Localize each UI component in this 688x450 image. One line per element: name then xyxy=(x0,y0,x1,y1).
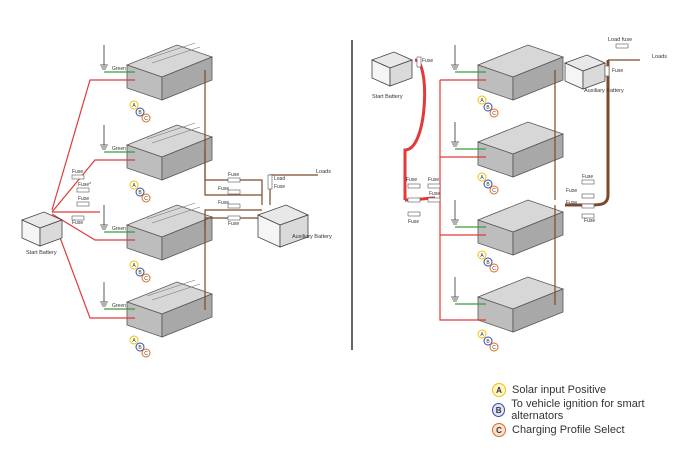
svg-text:B: B xyxy=(486,182,490,188)
svg-text:B: B xyxy=(138,345,142,351)
legend-text: To vehicle ignition for smart alternator… xyxy=(511,398,645,422)
start-battery-icon xyxy=(20,211,64,247)
legend-item-ignition: B To vehicle ignition for smart alternat… xyxy=(492,398,688,422)
svg-text:A: A xyxy=(480,253,484,259)
start-battery-label: Start Battery xyxy=(26,250,57,256)
ground-icon xyxy=(100,45,108,307)
fuse-label: Fuse xyxy=(218,200,229,206)
fuse-icon xyxy=(407,43,629,219)
green-label: Green xyxy=(112,146,126,152)
svg-text:C: C xyxy=(144,276,148,282)
charger-2 xyxy=(125,122,214,181)
svg-text:C: C xyxy=(492,345,496,351)
svg-text:B: B xyxy=(138,190,142,196)
svg-text:A: A xyxy=(132,263,136,269)
fuse-label: Fuse* xyxy=(78,182,91,188)
fuse-label: Fuse xyxy=(228,221,239,227)
fuse-label: Fuse xyxy=(406,177,417,183)
auxiliary-battery-icon xyxy=(256,204,310,248)
legend-text: Solar input Positive xyxy=(512,384,607,396)
legend-text: Charging Profile Select xyxy=(512,424,625,436)
left-panel: Green Green Green Green Start Battery xyxy=(20,42,332,358)
ground-icon xyxy=(451,45,459,302)
green-label: Green xyxy=(112,226,126,232)
svg-text:B: B xyxy=(138,270,142,276)
svg-text:C: C xyxy=(492,188,496,194)
fuse-label: Fuse xyxy=(408,219,419,225)
fuse-label: Fuse xyxy=(422,58,433,64)
fuse-label: Fuse xyxy=(72,220,83,226)
charger-8 xyxy=(476,276,565,333)
red-wires xyxy=(51,79,135,319)
loads-label: Loads xyxy=(316,169,331,175)
svg-text:B: B xyxy=(138,110,142,116)
fuse-label: Fuse xyxy=(582,174,593,180)
red-wires xyxy=(403,58,486,321)
load-fuse-label: Load fuse xyxy=(608,37,632,43)
badge-c-icon: C xyxy=(492,423,506,437)
svg-text:C: C xyxy=(144,196,148,202)
fuse-label: Fuse xyxy=(428,177,439,183)
auxiliary-battery-label: Auxiliary Battery xyxy=(584,88,624,94)
start-battery-label: Start Battery xyxy=(372,94,403,100)
fuse-label: Fuse xyxy=(566,200,577,206)
svg-text:A: A xyxy=(480,98,484,104)
abc-badges-right: A B C A B C A B C A B C xyxy=(477,95,499,352)
fuse-label: Fuse xyxy=(228,172,239,178)
auxiliary-battery-label: Auxiliary Battery xyxy=(292,234,332,240)
abc-badges-left: A B C A B C A B C A B C xyxy=(129,100,151,358)
auxiliary-battery-icon xyxy=(563,54,607,90)
legend-item-solar: A Solar input Positive xyxy=(492,380,688,400)
fuse-label: Fuse xyxy=(218,186,229,192)
fuse-label: Fuse xyxy=(584,218,595,224)
charger-4 xyxy=(125,279,214,338)
charger-7 xyxy=(476,199,565,256)
svg-text:C: C xyxy=(492,111,496,117)
legend: A Solar input Positive B To vehicle igni… xyxy=(492,380,688,440)
fuse-label: Fuse xyxy=(566,188,577,194)
charger-1 xyxy=(125,42,214,101)
badge-b-icon: B xyxy=(492,403,506,417)
fuse-label: Fuse xyxy=(612,68,623,74)
svg-text:A: A xyxy=(480,332,484,338)
charger-3 xyxy=(125,202,214,261)
legend-item-profile: C Charging Profile Select xyxy=(492,420,688,440)
right-panel: Start Battery Auxiliary Battery Fuse Fus… xyxy=(370,37,667,352)
fuse-label: Fuse xyxy=(78,196,89,202)
start-battery-icon xyxy=(370,51,414,87)
load-label: Load xyxy=(274,176,285,182)
charger-5 xyxy=(476,44,565,101)
svg-text:C: C xyxy=(144,351,148,357)
svg-text:A: A xyxy=(480,175,484,181)
fuse-icon xyxy=(71,174,273,221)
svg-text:B: B xyxy=(486,105,490,111)
green-label: Green xyxy=(112,66,126,72)
charger-6 xyxy=(476,121,565,178)
svg-text:A: A xyxy=(132,338,136,344)
loads-label: Loads xyxy=(652,54,667,60)
fuse-label: Fuse xyxy=(274,184,285,190)
svg-text:B: B xyxy=(486,339,490,345)
svg-text:C: C xyxy=(492,266,496,272)
green-label: Green xyxy=(112,303,126,309)
svg-text:A: A xyxy=(132,103,136,109)
svg-text:B: B xyxy=(486,260,490,266)
green-wires xyxy=(104,71,135,310)
fuse-label: Fuse xyxy=(72,169,83,175)
badge-a-icon: A xyxy=(492,383,506,397)
green-wires xyxy=(455,71,486,305)
fuse-label: Fuse xyxy=(429,191,440,197)
svg-text:A: A xyxy=(132,183,136,189)
brown-wires xyxy=(554,59,640,305)
svg-text:C: C xyxy=(144,116,148,122)
